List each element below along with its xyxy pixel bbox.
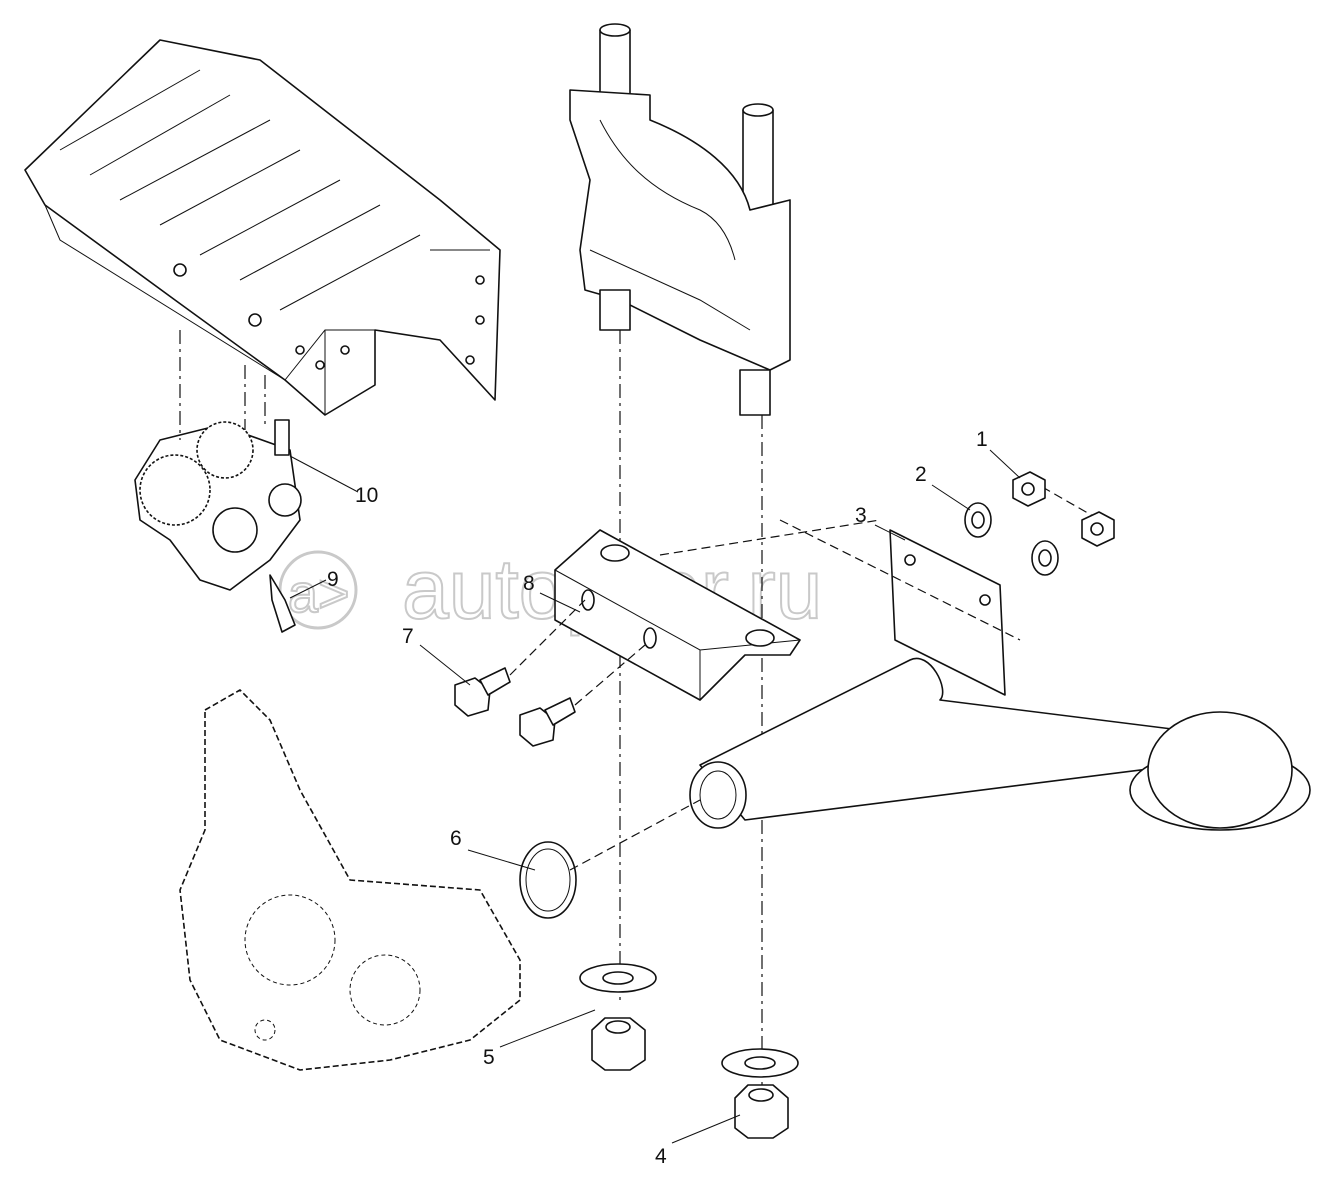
engine-block — [24, 39, 501, 416]
washer — [964, 502, 1059, 576]
callout-10: 10 — [355, 484, 378, 507]
support-fixture — [569, 23, 791, 416]
callout-1: 1 — [976, 428, 988, 451]
callout-4: 4 — [655, 1145, 667, 1168]
callouts: 1 2 3 4 5 6 7 8 9 10 — [289, 428, 1021, 1168]
oil-pump — [134, 419, 302, 633]
oil-strainer-pipe — [689, 529, 1311, 831]
callout-7: 7 — [402, 625, 414, 648]
bolt — [454, 667, 576, 747]
engine-housing — [179, 689, 521, 1071]
washer-nut-stack — [579, 963, 799, 1139]
nut — [1012, 471, 1115, 547]
callout-5: 5 — [483, 1046, 495, 1069]
callout-6: 6 — [450, 827, 462, 850]
callout-2: 2 — [915, 463, 927, 486]
callout-8: 8 — [523, 572, 535, 595]
callout-3: 3 — [855, 504, 867, 527]
o-ring — [519, 841, 577, 919]
callout-9: 9 — [327, 568, 339, 591]
bracket — [554, 529, 801, 701]
